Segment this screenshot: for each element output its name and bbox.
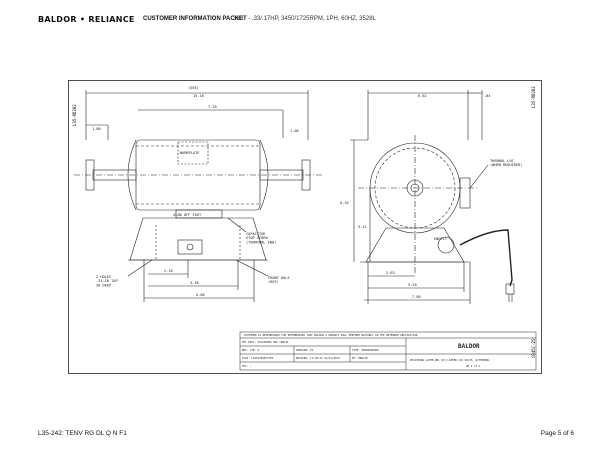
title-block [239,331,537,371]
tb-r1c1: VERSION: 01 [296,348,314,352]
title-block-text: CUSTOMER IS RESPONSIBLE FOR DETERMINING … [242,333,490,368]
dim-end-base-c: 7.80 [412,295,421,299]
dim-end-right: .84 [484,94,491,98]
page-header: BALDOR • RELIANCE CUSTOMER INFORMATION P… [38,15,578,27]
dim-end-base-b: 5.20 [408,283,417,287]
dim-center-h: 3.12 [358,225,367,229]
dim-shaft: 1.06 [290,129,299,133]
dim-overall: 15.16 [193,94,204,98]
dim-nameplate-w: 7.20 [208,105,217,109]
packet-title: CUSTOMER INFORMATION PACKET [143,16,247,22]
tb-sheet: SH 1 of 1 [466,364,480,368]
tb-r1c2: TYPE: 00000000000 [352,348,379,352]
drawing-code-side: L35-RD2H2 [72,104,77,126]
switch-label: SLOW OFF FAST [173,213,202,217]
thermal-label: THERMAL LOC(WHEN REQUIRED) [490,159,522,167]
doc-id: L35-242: TENV RG DL Q N F1 [38,430,127,437]
dim-base-b: 3.38 [190,281,199,285]
tb-r0c0: MTL DESC: POLISHING MAX CENTAL [242,340,289,344]
tb-r2c1: REVISED: 11/18/13 12/31/2013 [296,356,340,360]
front-hole-label: FRONT HOLE(REF) [268,276,290,284]
side-view [74,90,323,302]
tb-r3c0: MTL: — [242,364,252,368]
tb-logo: BALDOR [458,343,480,350]
side-view-labels: (SEE) 15.16 1.80 7.20 1.06 NAMEPLATE SLO… [92,86,299,297]
dim-base-a: 2.18 [164,269,173,273]
tb-desc: POLISHING LATHE,DBL SH 2-SPEED,115 VOLTS… [410,358,490,362]
dim-base-c: 6.80 [196,293,205,297]
dim-top-offset: 1.80 [92,127,101,131]
end-view-labels: 6.62 .84 8.34 3.12 2.63 5.20 7.80 THERMA… [340,94,522,299]
tb-r1c0: REV. LTR: Q [242,348,260,352]
end-view [350,90,515,304]
dim-overall-ref: (SEE) [188,86,199,90]
drawing-code-top: L35-RD2H2 [531,86,536,108]
motor-spec: 380T - .33/.17HP, 3450/1725RPM, 1PH, 60H… [233,16,376,22]
nameplate-label: NAMEPLATE [180,151,199,155]
dim-height: 8.34 [340,201,349,205]
notice: CUSTOMER IS RESPONSIBLE FOR DETERMINING … [244,333,418,337]
dim-end-base-a: 2.63 [386,271,395,275]
tb-r2c0: FILE: LAAF125087TJF6 [242,356,274,360]
brand-logo: BALDOR • RELIANCE [38,15,135,24]
drawing-code-bottom: CR45C-25 [531,338,536,358]
technical-drawing: L35-RD2H2 L35-RD2H2 CR45C-25 [68,80,542,374]
tb-r2c2: BY: ENGLTD [352,356,368,360]
page-number: Page 5 of 6 [540,430,574,437]
endplate-label: ENDPLT. [434,237,449,241]
dim-end-top: 6.62 [418,94,427,98]
